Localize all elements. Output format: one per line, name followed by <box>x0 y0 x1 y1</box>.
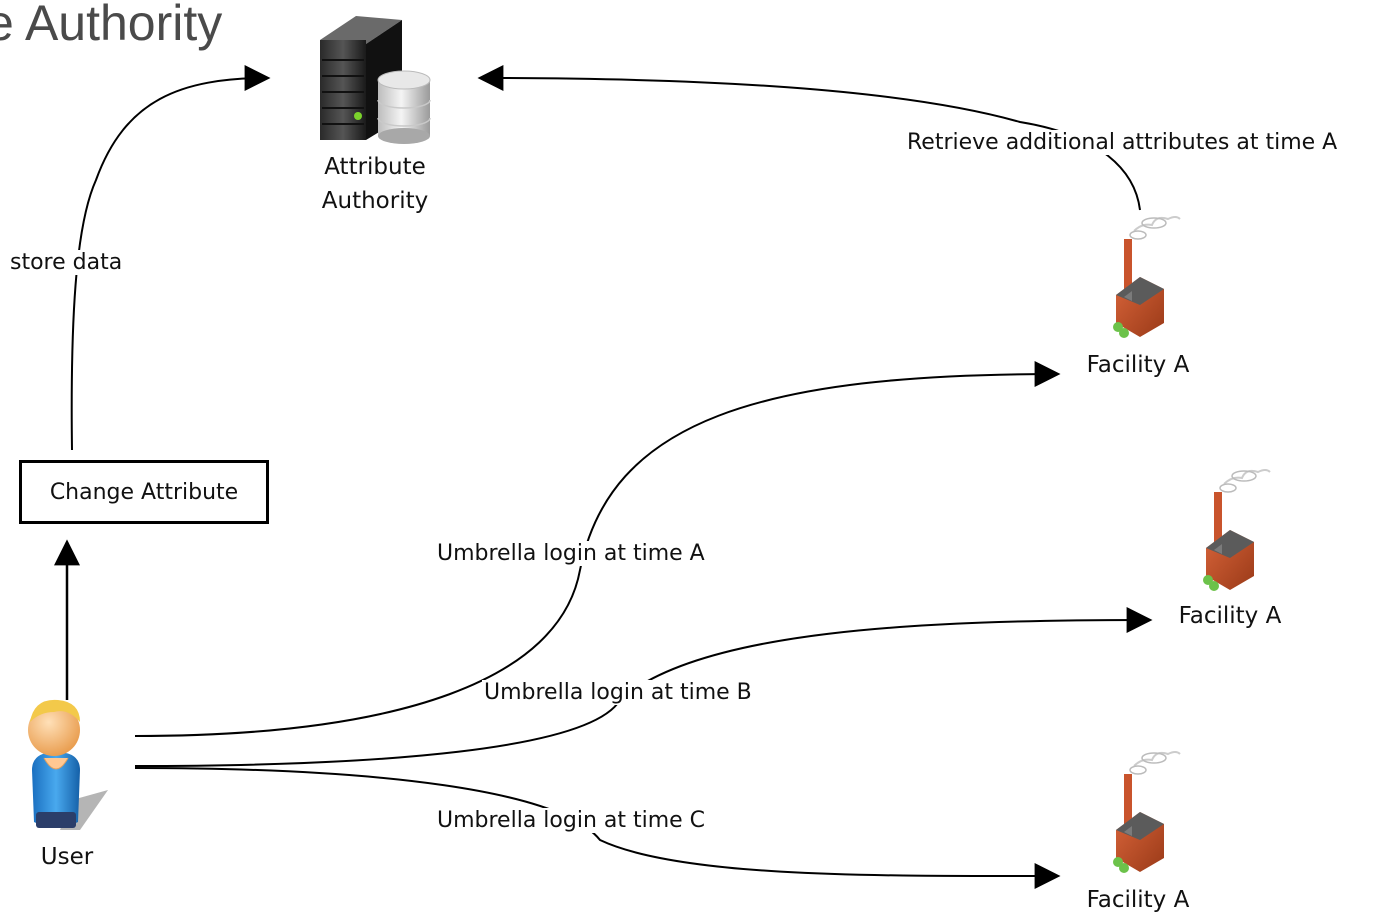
factory-icon <box>1203 469 1271 591</box>
attribute-authority-label: Attribute Authority <box>300 150 450 218</box>
attribute-authority-label-line1: Attribute <box>324 154 426 180</box>
attribute-authority-label-line2: Authority <box>321 188 429 214</box>
database-icon <box>377 70 431 144</box>
login-c-label: Umbrella login at time C <box>435 808 708 833</box>
user-icon <box>28 699 108 830</box>
facility-label-bottom: Facility A <box>1086 887 1190 913</box>
page-title: e Authority <box>0 0 223 51</box>
change-attribute-box: Change Attribute <box>19 460 269 524</box>
facility-label-middle: Facility A <box>1178 603 1282 629</box>
login-a-label: Umbrella login at time A <box>435 541 707 566</box>
factory-icon <box>1113 751 1181 873</box>
factory-icon <box>1113 216 1181 338</box>
facility-label-top: Facility A <box>1086 352 1190 378</box>
store-data-edge <box>70 65 271 451</box>
retrieve-attributes-label: Retrieve additional attributes at time A <box>905 130 1340 155</box>
login-a-edge <box>134 361 1061 737</box>
login-b-label: Umbrella login at time B <box>482 680 754 705</box>
login-c-edge <box>134 767 1061 890</box>
user-label: User <box>40 844 94 870</box>
retrieve-edge <box>477 65 1141 211</box>
store-data-label: store data <box>8 250 125 275</box>
